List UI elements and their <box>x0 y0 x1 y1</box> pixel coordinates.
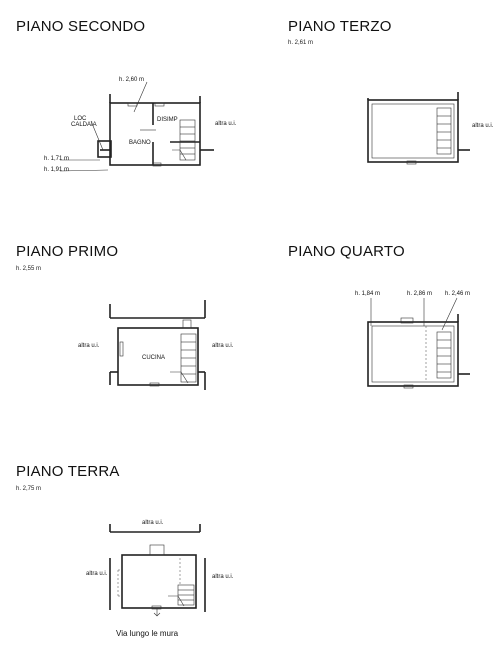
height-2-quarto: h. 2,86 m <box>407 291 432 297</box>
room-bagno: BAGNO <box>129 140 151 146</box>
height-piano-terzo: h. 2,61 m <box>288 40 314 46</box>
title-piano-secondo: PIANO SECONDO <box>16 18 146 35</box>
room-caldaia: CALDAIA <box>71 122 97 128</box>
other-unit-secondo: altra u.i. <box>215 121 237 127</box>
street-label: Via lungo le mura <box>116 629 179 638</box>
room-loc: LOC <box>74 116 87 122</box>
height-1-quarto: h. 1,84 m <box>355 291 380 297</box>
plan-piano-quarto: h. 1,84 m h. 2,86 m h. 2,46 m <box>355 291 470 389</box>
height-3-quarto: h. 2,46 m <box>445 291 470 297</box>
room-cucina: CUCINA <box>142 355 165 361</box>
plan-piano-terra: altra u.i. altra u.i. altra u.i. <box>86 520 234 617</box>
height-piano-primo: h. 2,55 m <box>16 266 42 272</box>
other-unit-terra-top: altra u.i. <box>142 520 164 526</box>
room-disimp: DISIMP <box>157 117 178 123</box>
plan-piano-secondo: h. 2,60 m LOC CALDAIA DISIMP BAGNO h. 1,… <box>44 77 237 173</box>
other-unit-terra-right: altra u.i. <box>212 574 234 580</box>
height-piano-secondo: h. 2,60 m <box>119 77 144 83</box>
title-piano-quarto: PIANO QUARTO <box>288 243 405 260</box>
other-unit-terzo: altra u.i. <box>472 123 494 129</box>
other-unit-primo-right: altra u.i. <box>212 343 234 349</box>
height-1-secondo: h. 1,71 m <box>44 156 69 162</box>
height-2-secondo: h. 1,91 m <box>44 167 69 173</box>
plan-piano-primo: CUCINA altra u.i. altra u.i. <box>78 300 234 390</box>
other-unit-terra-left: altra u.i. <box>86 571 108 577</box>
other-unit-primo-left: altra u.i. <box>78 343 100 349</box>
title-piano-terra: PIANO TERRA <box>16 463 120 480</box>
plan-piano-terzo: altra u.i. <box>367 92 494 165</box>
title-piano-terzo: PIANO TERZO <box>288 18 392 35</box>
title-piano-primo: PIANO PRIMO <box>16 243 119 260</box>
height-piano-terra: h. 2,75 m <box>16 486 42 492</box>
